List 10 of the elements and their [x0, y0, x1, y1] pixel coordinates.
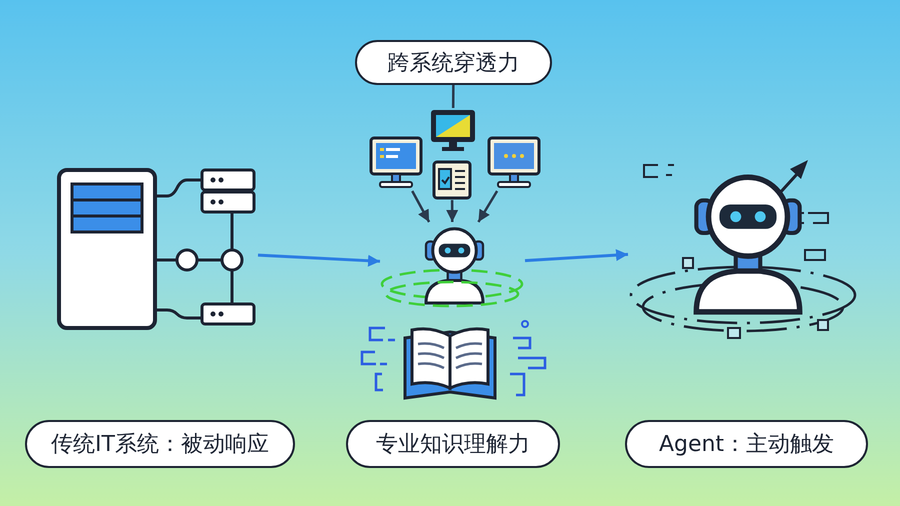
arrow	[524, 249, 628, 262]
caption-pill: Agent：主动触发	[625, 420, 868, 468]
caption-pill: 专业知识理解力	[346, 420, 560, 468]
connector-line	[452, 85, 455, 108]
arrow	[411, 190, 430, 223]
arrow	[446, 200, 458, 222]
caption-pill: 跨系统穿透力	[355, 40, 552, 85]
caption-pill: 传统IT系统：被动响应	[25, 420, 295, 468]
arrow	[258, 254, 380, 267]
arrow	[477, 190, 498, 223]
